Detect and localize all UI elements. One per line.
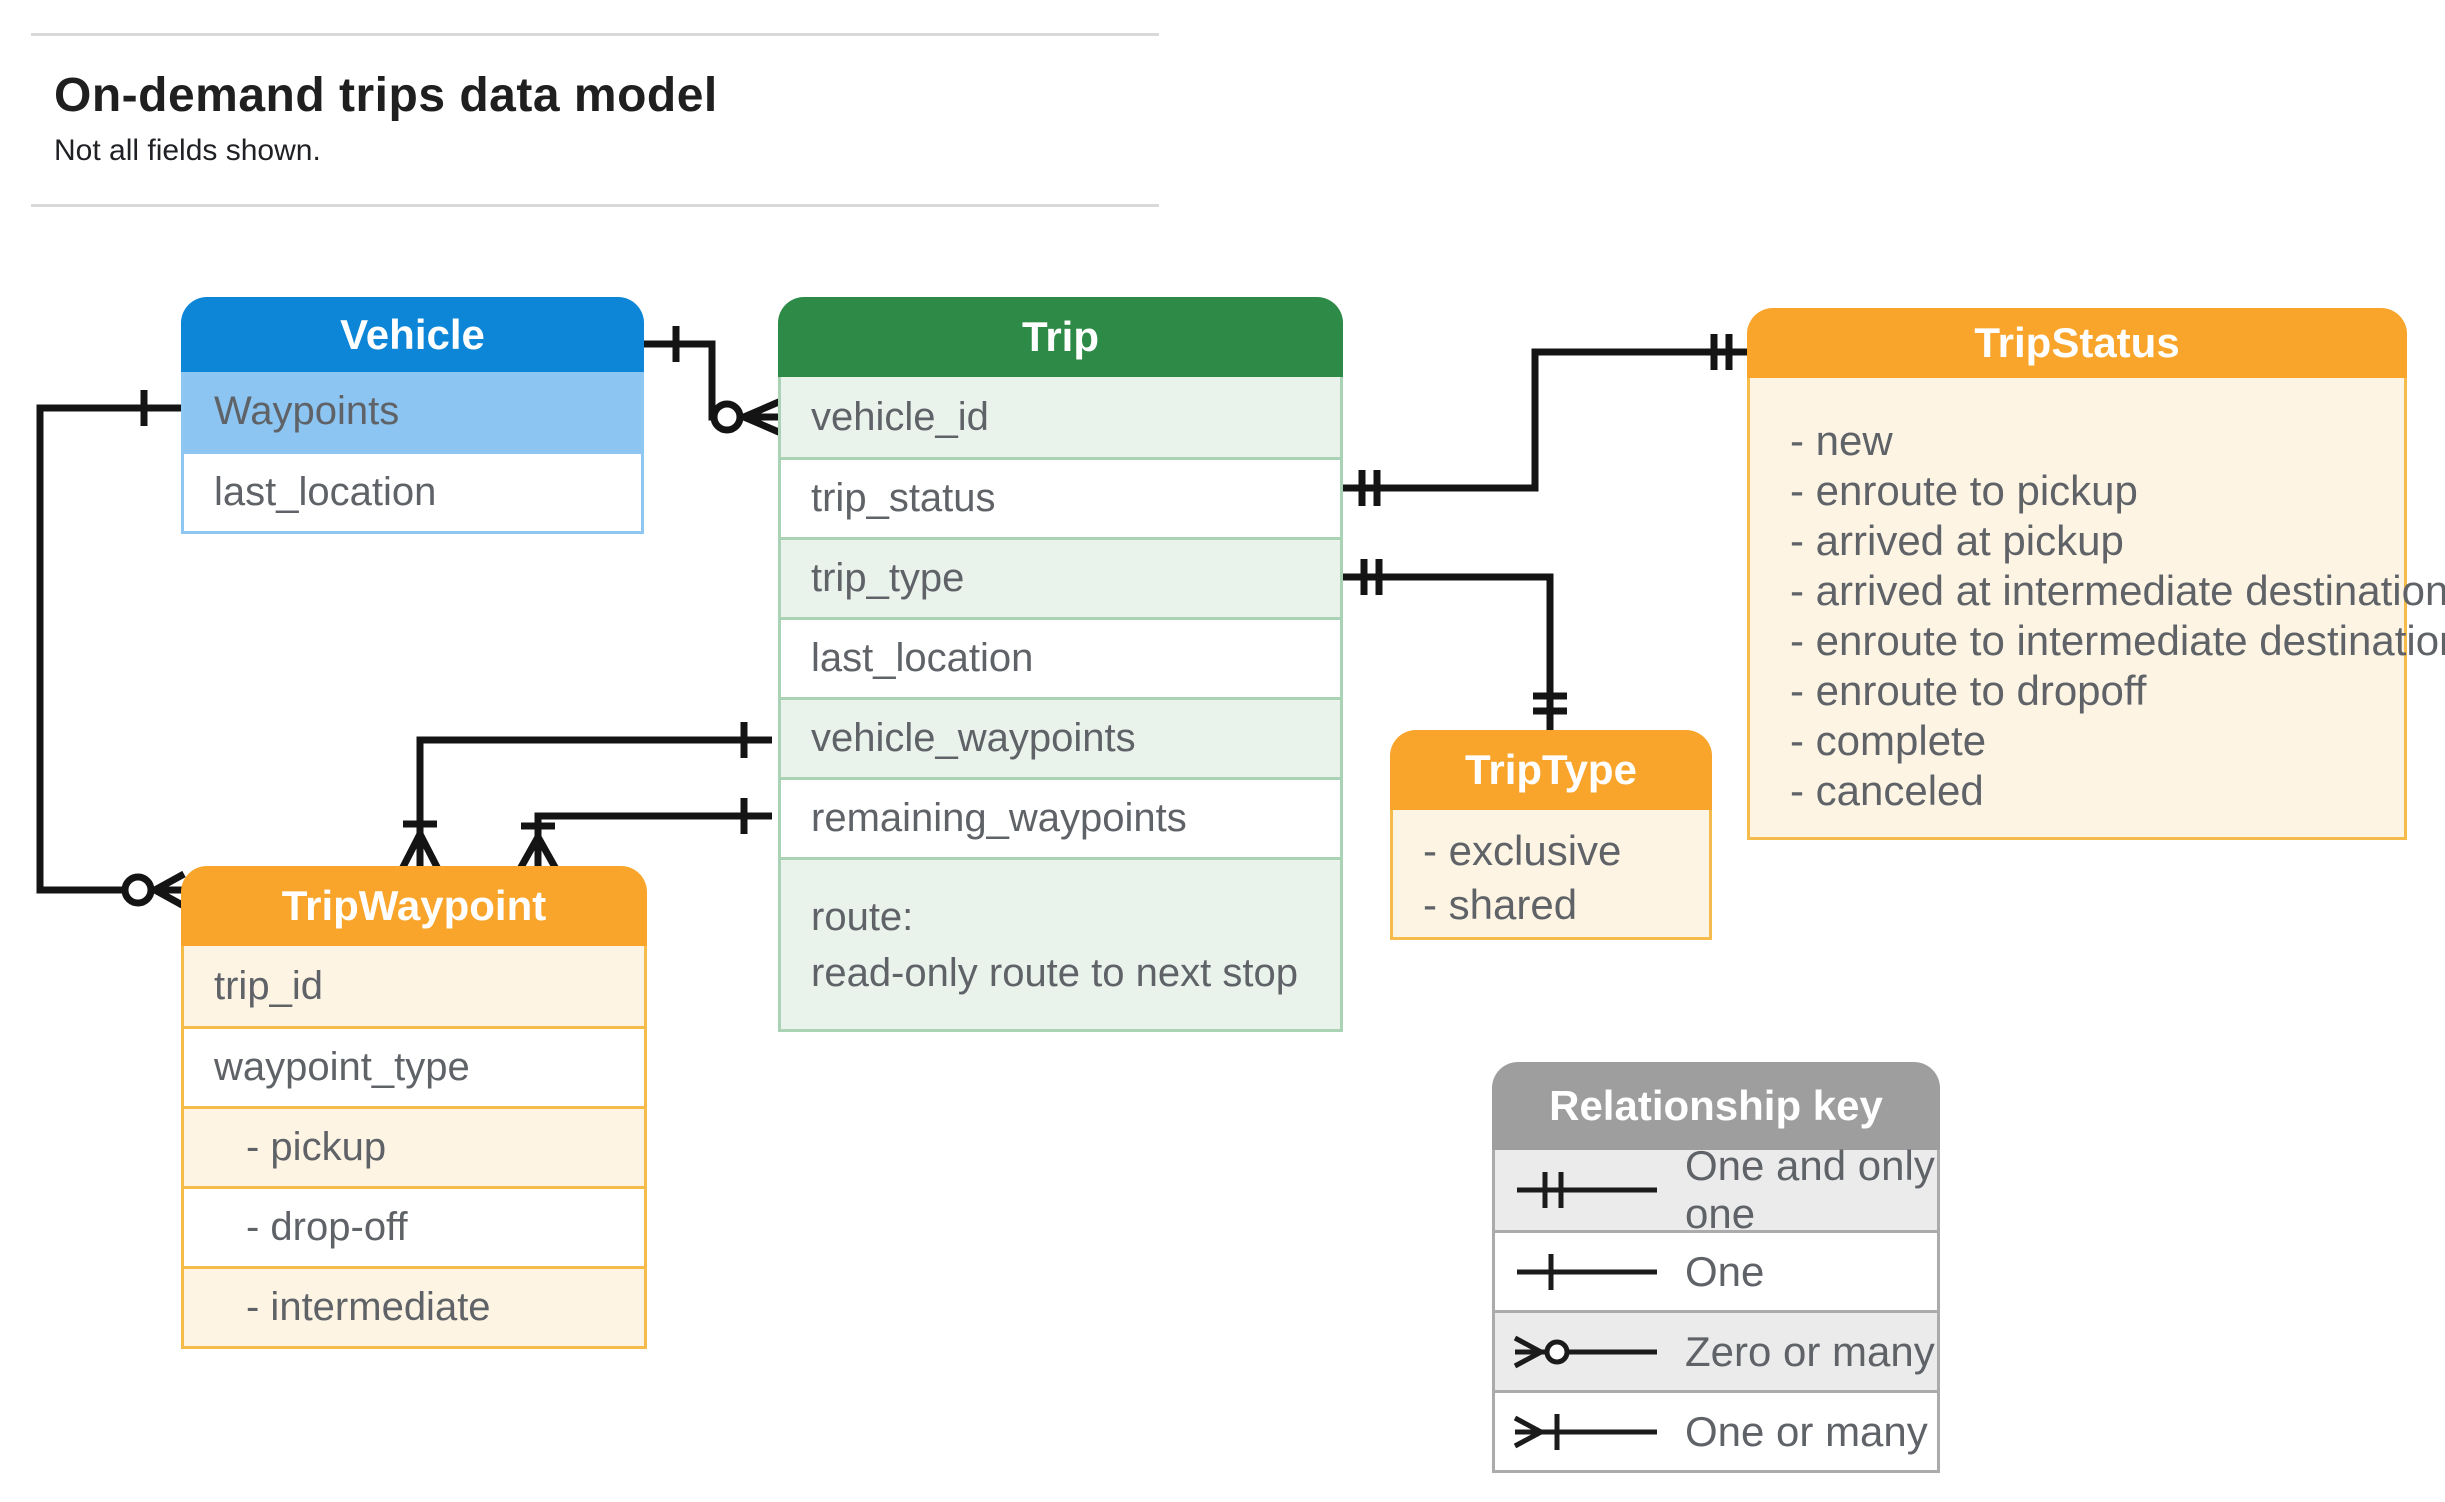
connector-vehicle-to-trip xyxy=(644,326,783,437)
legend-label: One and only one xyxy=(1685,1142,1935,1237)
one-or-many-symbol xyxy=(1511,1400,1661,1464)
enum-value: - new xyxy=(1790,417,1893,464)
field-waypoint-type: waypoint_type xyxy=(184,1026,644,1106)
entity-tripwaypoint-title: TripWaypoint xyxy=(181,866,647,946)
connector-vehicle-waypoints-to-tripwaypoint xyxy=(36,390,186,910)
one-symbol xyxy=(1511,1240,1661,1304)
enum-drop-off: - drop-off xyxy=(184,1186,644,1266)
one-and-only-one-symbol xyxy=(1511,1158,1661,1222)
enum-pickup: - pickup xyxy=(184,1106,644,1186)
field-remaining-waypoints: remaining_waypoints xyxy=(781,777,1340,857)
entity-triptype: TripType - exclusive - shared xyxy=(1390,730,1712,940)
field-trip-status: trip_status xyxy=(781,457,1340,537)
entity-tripwaypoint-fields: trip_id waypoint_type - pickup - drop-of… xyxy=(181,946,647,1349)
field-trip-id: trip_id xyxy=(184,946,644,1026)
field-waypoints: Waypoints xyxy=(184,372,641,451)
connector-trip-type-to-triptype xyxy=(1343,559,1567,732)
field-route: route: read-only route to next stop xyxy=(781,857,1340,1029)
connector-remaining-waypoints-to-tripwaypoint xyxy=(516,798,772,871)
entity-triptype-values: - exclusive - shared xyxy=(1390,810,1712,940)
field-route-description: read-only route to next stop xyxy=(811,950,1298,995)
legend: Relationship key One and only one xyxy=(1492,1062,1940,1473)
entity-trip-title: Trip xyxy=(778,297,1343,377)
entity-trip: Trip vehicle_id trip_status trip_type la… xyxy=(778,297,1343,1032)
legend-item: One or many xyxy=(1495,1390,1937,1470)
field-last-location: last_location xyxy=(184,451,641,531)
legend-label: One or many xyxy=(1685,1407,1928,1455)
page-subtitle: Not all fields shown. xyxy=(54,134,321,167)
zero-or-many-symbol xyxy=(1511,1320,1661,1384)
enum-value: - enroute to intermediate destination xyxy=(1790,617,2445,664)
field-trip-type: trip_type xyxy=(781,537,1340,617)
field-route-name: route: xyxy=(811,894,914,939)
top-divider xyxy=(31,33,1159,36)
title-divider xyxy=(31,204,1159,207)
field-vehicle-id: vehicle_id xyxy=(781,377,1340,457)
enum-value: - enroute to dropoff xyxy=(1790,667,2147,714)
field-last-location: last_location xyxy=(781,617,1340,697)
field-vehicle-waypoints: vehicle_waypoints xyxy=(781,697,1340,777)
entity-vehicle-fields: Waypoints last_location xyxy=(181,372,644,534)
legend-item: One xyxy=(1495,1230,1937,1310)
enum-value: - shared xyxy=(1423,881,1578,928)
entity-trip-fields: vehicle_id trip_status trip_type last_lo… xyxy=(778,377,1343,1032)
legend-label: Zero or many xyxy=(1685,1327,1935,1375)
enum-value: - complete xyxy=(1790,717,1987,764)
entity-vehicle-title: Vehicle xyxy=(181,297,644,372)
enum-value: - exclusive xyxy=(1423,827,1622,874)
legend-title: Relationship key xyxy=(1492,1062,1940,1150)
entity-tripwaypoint: TripWaypoint trip_id waypoint_type - pic… xyxy=(181,866,647,1349)
legend-rows: One and only one One xyxy=(1492,1142,1940,1473)
entity-vehicle: Vehicle Waypoints last_location xyxy=(181,297,644,534)
entity-triptype-title: TripType xyxy=(1390,730,1712,810)
entity-tripstatus-values: - new - enroute to pickup - arrived at p… xyxy=(1747,378,2445,840)
legend-label: One xyxy=(1685,1247,1765,1295)
legend-item: One and only one xyxy=(1495,1142,1937,1237)
enum-value: - enroute to pickup xyxy=(1790,467,2138,514)
connector-trip-status-to-tripstatus xyxy=(1343,334,1747,506)
enum-intermediate: - intermediate xyxy=(184,1266,644,1346)
enum-value: - arrived at intermediate destination xyxy=(1790,567,2445,614)
connector-vehicle-waypoints-field-to-tripwaypoint xyxy=(398,722,772,871)
enum-value: - canceled xyxy=(1790,767,1984,814)
enum-value: - arrived at pickup xyxy=(1790,517,2124,564)
page-title: On-demand trips data model xyxy=(54,69,718,122)
entity-tripstatus-title: TripStatus xyxy=(1747,308,2407,378)
entity-tripstatus: TripStatus - new - enroute to pickup - a… xyxy=(1747,308,2445,840)
legend-item: Zero or many xyxy=(1495,1310,1937,1390)
